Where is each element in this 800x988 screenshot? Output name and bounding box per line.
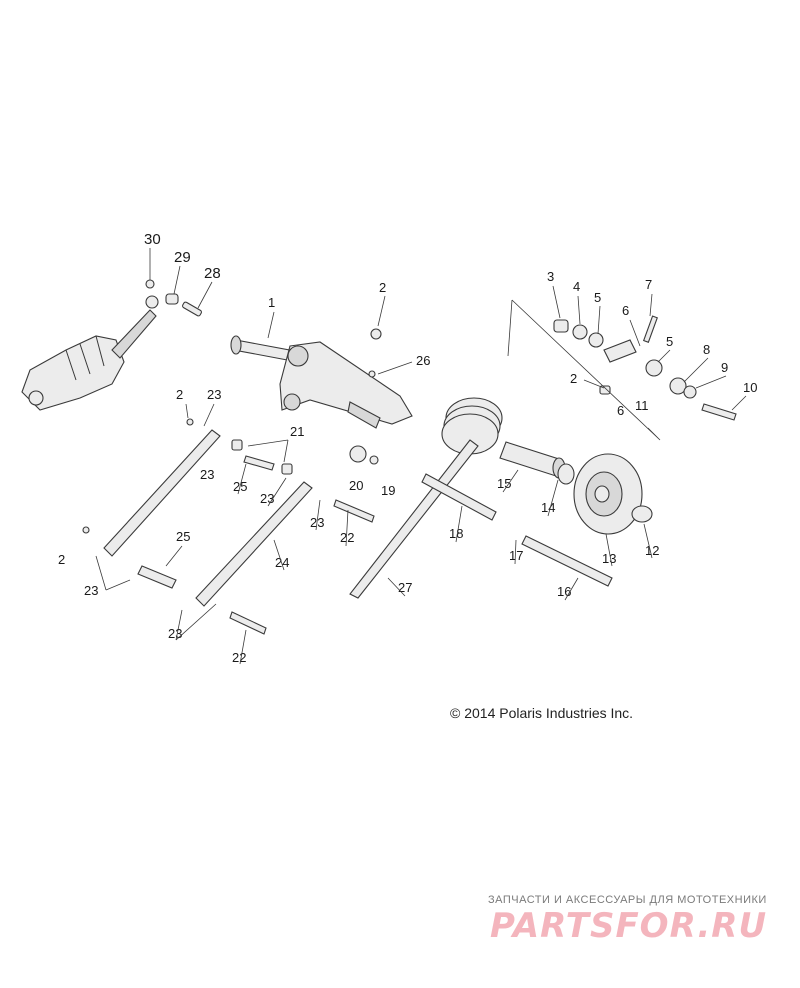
callout-5-right: 5 xyxy=(666,334,673,349)
torsion-spring xyxy=(349,397,503,599)
callout-10: 10 xyxy=(743,380,757,395)
callout-14: 14 xyxy=(541,500,555,515)
callout-13: 13 xyxy=(602,551,616,566)
callout-18: 18 xyxy=(449,526,463,541)
callout-27: 27 xyxy=(398,580,412,595)
callout-2-left: 2 xyxy=(176,387,183,402)
shock-mount-parts xyxy=(145,279,202,317)
callout-1: 1 xyxy=(268,295,275,310)
callout-23-b: 23 xyxy=(200,467,214,482)
bushing-sleeve xyxy=(499,441,566,479)
callout-28: 28 xyxy=(204,265,221,282)
callout-23-e: 23 xyxy=(84,583,98,598)
callout-4: 4 xyxy=(573,279,580,294)
callout-20: 20 xyxy=(349,478,363,493)
callout-12: 12 xyxy=(645,543,659,558)
callout-6-top: 6 xyxy=(622,303,629,318)
leader-lines xyxy=(95,248,747,665)
cross-shaft xyxy=(421,473,613,587)
callout-labels: 30 29 28 1 2 26 3 4 5 6 7 5 2 8 9 10 11 … xyxy=(58,231,757,665)
callout-26: 26 xyxy=(416,353,430,368)
callout-16: 16 xyxy=(557,584,571,599)
shock-absorber xyxy=(21,295,159,411)
callout-21: 21 xyxy=(290,424,304,439)
watermark-brand: PARTSFOR.RU xyxy=(490,906,768,946)
callout-9: 9 xyxy=(721,360,728,375)
callout-3: 3 xyxy=(547,269,554,284)
callout-2-bottom: 2 xyxy=(58,552,65,567)
callout-15: 15 xyxy=(497,476,511,491)
copyright-notice: © 2014 Polaris Industries Inc. xyxy=(450,705,634,721)
watermark-tagline: ЗАПЧАСТИ И АКСЕССУАРЫ ДЛЯ МОТОТЕХНИКИ xyxy=(488,894,767,906)
callout-5-top: 5 xyxy=(594,290,601,305)
rear-arm xyxy=(230,335,413,429)
callout-30: 30 xyxy=(144,231,161,248)
callout-2-top: 2 xyxy=(379,280,386,295)
callout-23-c: 23 xyxy=(260,491,274,506)
lower-links xyxy=(82,328,382,635)
callout-22-b: 22 xyxy=(232,650,246,665)
callout-25-b: 25 xyxy=(176,529,190,544)
callout-22-a: 22 xyxy=(340,530,354,545)
callout-6-bottom: 6 xyxy=(617,403,624,418)
callout-19: 19 xyxy=(381,483,395,498)
callout-23-f: 23 xyxy=(168,626,182,641)
callout-17: 17 xyxy=(509,548,523,563)
callout-7: 7 xyxy=(645,277,652,292)
callout-29: 29 xyxy=(174,249,191,266)
axle-hardware xyxy=(553,315,737,421)
callout-8: 8 xyxy=(703,342,710,357)
idler-wheel xyxy=(557,453,653,535)
callout-2-right: 2 xyxy=(570,371,577,386)
callout-23-a: 23 xyxy=(207,387,221,402)
callout-24: 24 xyxy=(275,555,289,570)
callout-11: 11 xyxy=(635,398,649,413)
